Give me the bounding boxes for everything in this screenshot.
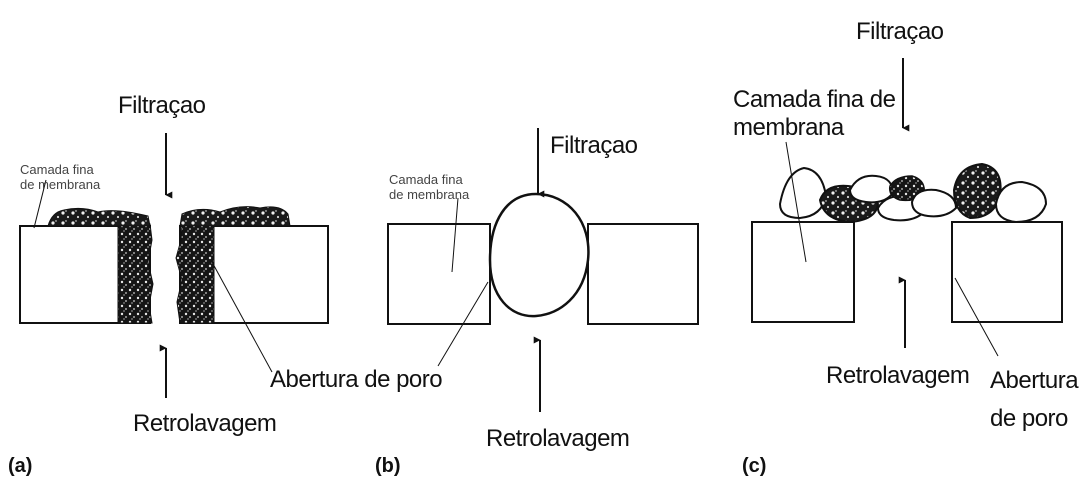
pore-deposit-left xyxy=(117,223,154,324)
cake-particle-3 xyxy=(848,174,894,204)
panel-c-thin-layer-line2: membrana xyxy=(733,113,844,141)
panel-a-thin-layer-label: Camada fina de membrana xyxy=(20,162,101,193)
panel-c-thin-layer-label: Camada fina de membrana xyxy=(733,86,896,141)
panel-c-filtration-label: Filtraçao xyxy=(856,18,944,45)
panel-c xyxy=(751,58,1063,357)
panel-a-letter: (a) xyxy=(8,455,33,477)
membrane-block-right xyxy=(587,223,699,325)
thin-layer-leader xyxy=(33,179,47,229)
panel-b-thin-layer-line1: Camada fina xyxy=(389,172,463,187)
panel-a-thin-layer-line1: Camada fina xyxy=(20,162,94,177)
cake-particle-8 xyxy=(994,180,1048,224)
panel-c-pore-line1: Abertura xyxy=(990,367,1079,394)
surface-cake-right xyxy=(179,206,291,227)
panel-b-thin-layer-label: Camada fina de membrana xyxy=(389,172,470,203)
panel-b xyxy=(387,128,699,412)
pore-opening-leader-a xyxy=(211,261,273,373)
pore-deposit-right xyxy=(175,223,215,324)
panel-a-thin-layer-line2: de membrana xyxy=(20,176,101,192)
membrane-block-right xyxy=(951,221,1063,323)
membrane-block-left xyxy=(751,221,855,323)
pore-opening-label: Abertura de poro xyxy=(270,366,443,393)
pore-opening-leader-c xyxy=(954,277,999,357)
thin-layer-leader xyxy=(785,141,807,263)
pore-plugging-particle xyxy=(488,192,590,318)
panel-b-letter: (b) xyxy=(375,455,401,477)
panel-b-backwash-label: Retrolavagem xyxy=(486,425,630,452)
panel-b-filtration-label: Filtraçao xyxy=(550,132,638,159)
panel-c-thin-layer-line1: Camada fina de xyxy=(733,86,896,113)
panel-a-backwash-label: Retrolavagem xyxy=(133,410,277,437)
membrane-block-left xyxy=(387,223,491,325)
panel-a xyxy=(19,133,329,398)
surface-cake-left xyxy=(47,207,151,227)
cake-particle-1 xyxy=(778,166,828,220)
panel-c-backwash-label: Retrolavagem xyxy=(826,362,970,389)
panel-a-filtration-label: Filtraçao xyxy=(118,92,206,119)
panel-c-letter: (c) xyxy=(742,455,767,477)
thin-layer-leader xyxy=(451,197,459,273)
cake-particle-7 xyxy=(952,162,1002,220)
panel-b-thin-layer-line2: de membrana xyxy=(389,186,470,202)
panel-c-pore-line2: de poro xyxy=(990,405,1068,432)
pore-opening-leader-b xyxy=(437,281,489,367)
panel-c-pore-opening-label: Abertura de poro xyxy=(990,362,1079,438)
cake-particle-6 xyxy=(910,188,958,218)
